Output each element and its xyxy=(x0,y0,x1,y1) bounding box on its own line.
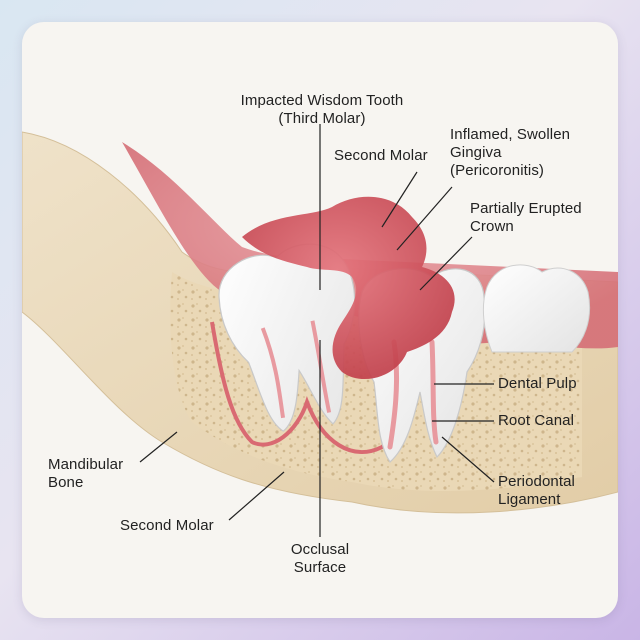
label-root-canal: Root Canal xyxy=(498,412,575,429)
label-inflamed-gingiva: Inflamed, Swollen Gingiva (Pericoronitis… xyxy=(450,126,571,179)
label-mandibular-bone: Mandibular Bone xyxy=(48,456,124,491)
adjacent-molar-tooth xyxy=(482,264,591,353)
leader-second-molar-top xyxy=(381,171,418,228)
label-dental-pulp: Dental Pulp xyxy=(498,375,577,392)
label-occlusal-surface: Occlusal Surface xyxy=(290,541,350,576)
diagram-card: Impacted Wisdom Tooth (Third Molar) Seco… xyxy=(22,22,618,618)
leader-second-molar-bottom xyxy=(228,471,285,521)
leader-partially-erupted-crown xyxy=(419,236,473,291)
label-partially-erupted-crown: Partially Erupted Crown xyxy=(470,200,582,235)
label-second-molar-bottom: Second Molar xyxy=(120,517,214,534)
label-periodontal-ligament: Periodontal Ligament xyxy=(498,473,575,508)
leader-mandibular-bone xyxy=(139,431,178,463)
label-impacted-wisdom-tooth: Impacted Wisdom Tooth (Third Molar) xyxy=(240,92,404,127)
jaw-illustration xyxy=(22,124,618,537)
inflamed-gingiva xyxy=(242,196,455,380)
leader-periodontal-ligament xyxy=(441,436,495,483)
label-second-molar-top: Second Molar xyxy=(334,147,428,164)
leader-inflamed-gingiva xyxy=(396,186,453,251)
leader-lines xyxy=(139,124,495,537)
